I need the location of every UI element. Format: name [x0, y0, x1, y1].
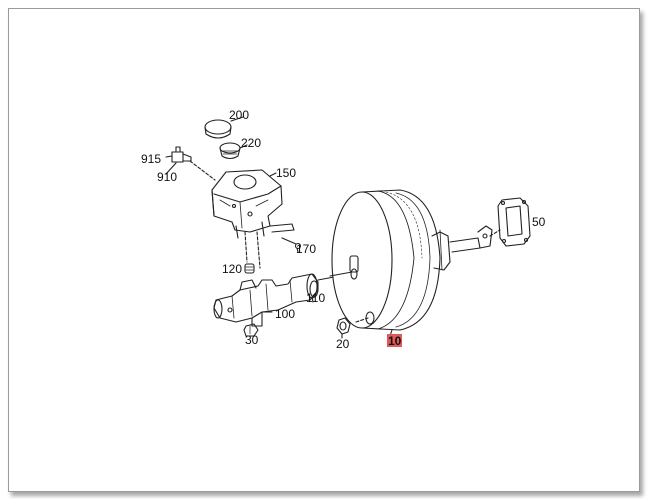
highlight-box-10 [387, 334, 402, 347]
label-150[interactable]: 150 [276, 166, 296, 180]
strainer-part[interactable] [219, 142, 241, 160]
seal-part[interactable] [244, 263, 255, 274]
leader-sensor-dash [189, 160, 216, 181]
leader-915 [165, 155, 173, 158]
label-20[interactable]: 20 [336, 337, 350, 351]
label-10[interactable]: 10 [388, 334, 402, 348]
leader-910 [165, 162, 177, 175]
label-110[interactable]: 110 [306, 291, 325, 305]
booster-axis-dash [329, 271, 353, 277]
reservoir-mount-dash [256, 231, 261, 269]
label-170[interactable]: 170 [296, 242, 316, 256]
nut20-dash [355, 317, 369, 323]
leader-200 [230, 116, 244, 122]
leader-220 [239, 144, 248, 149]
brake-fluid-reservoir-part[interactable] [211, 169, 283, 239]
brake-booster-part[interactable] [331, 189, 493, 331]
leader-110 [311, 296, 314, 303]
label-30[interactable]: 30 [245, 333, 259, 347]
gasket-dash [489, 229, 501, 237]
nut-part[interactable] [243, 323, 259, 337]
gasket-part[interactable] [497, 197, 531, 247]
label-220[interactable]: 220 [241, 136, 261, 150]
level-sensor-part[interactable] [171, 146, 192, 163]
reservoir-cap-part[interactable] [204, 119, 232, 139]
label-50[interactable]: 50 [532, 215, 546, 229]
label-915[interactable]: 915 [141, 152, 161, 166]
fitting-part[interactable] [269, 223, 302, 250]
reservoir-mount-dash2 [244, 231, 248, 263]
booster-nut-part[interactable] [336, 317, 351, 335]
label-100[interactable]: 100 [275, 307, 295, 321]
label-910[interactable]: 910 [157, 170, 177, 184]
o-ring-part[interactable] [309, 280, 319, 298]
label-200[interactable]: 200 [229, 108, 249, 122]
leader-170 [296, 247, 299, 253]
label-120[interactable]: 120 [222, 262, 242, 276]
master-cylinder-part[interactable] [213, 273, 319, 327]
leader-150 [269, 172, 277, 177]
diagram-frame [8, 8, 640, 492]
